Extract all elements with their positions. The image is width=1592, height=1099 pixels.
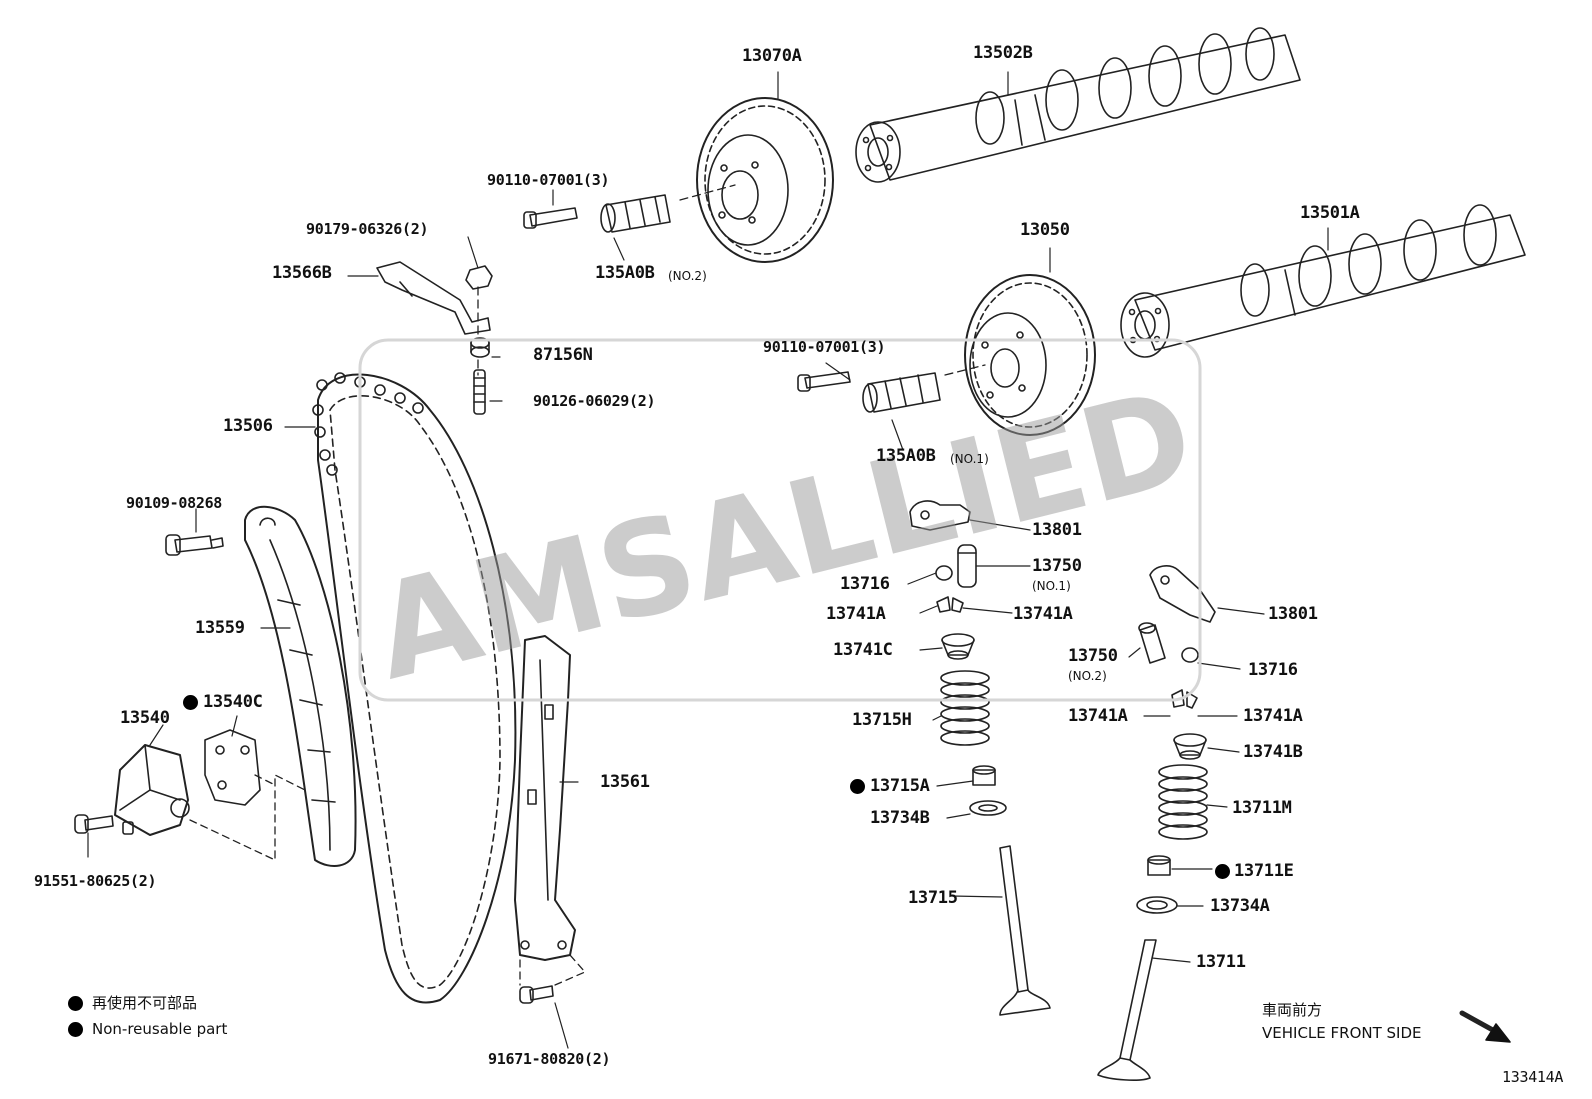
label-90179: 90179-06326(2) xyxy=(306,220,429,238)
label-13540c: 13540C xyxy=(203,692,263,712)
cap-13716-a xyxy=(935,565,953,581)
label-13741a-c: 13741A xyxy=(1068,706,1128,726)
valve-13711 xyxy=(1097,939,1157,1081)
camshaft-13501a xyxy=(1120,204,1526,358)
non-reusable-dot-13715a xyxy=(850,779,865,794)
label-13741c: 13741C xyxy=(833,640,893,660)
retainer-13741b xyxy=(1173,733,1207,760)
legend-en: Non-reusable part xyxy=(92,1020,228,1038)
lash-adjuster-13750-no1 xyxy=(957,544,977,588)
bolt-90110-a xyxy=(523,207,578,229)
label-13801-b: 13801 xyxy=(1268,604,1318,624)
timing-chain-13506 xyxy=(312,372,517,1004)
label-13566b: 13566B xyxy=(272,263,332,283)
label-135a0b-no2-note: (NO.2) xyxy=(668,269,707,283)
label-90110-b: 90110-07001(3) xyxy=(763,338,886,356)
label-13734a: 13734A xyxy=(1210,896,1270,916)
label-13715h: 13715H xyxy=(852,710,912,730)
valve-seal-13715a xyxy=(972,765,996,786)
front-side-en: VEHICLE FRONT SIDE xyxy=(1262,1024,1422,1042)
diagram-id: 133414A xyxy=(1502,1068,1564,1086)
label-87156n: 87156N xyxy=(533,345,593,365)
label-13716-a: 13716 xyxy=(840,574,890,594)
bolt-91551 xyxy=(74,814,114,834)
label-90109: 90109-08268 xyxy=(126,494,223,512)
sprocket-13070a xyxy=(696,97,834,263)
keys-13741a-b xyxy=(1171,689,1198,709)
label-13801-a: 13801 xyxy=(1032,520,1082,540)
label-13741a-a: 13741A xyxy=(826,604,886,624)
label-13715: 13715 xyxy=(908,888,958,908)
label-13540: 13540 xyxy=(120,708,170,728)
front-arrow-icon xyxy=(1459,1010,1511,1043)
lash-adjuster-13750-no2 xyxy=(1138,622,1166,664)
retainer-13741c xyxy=(941,633,975,660)
gasket-13540c xyxy=(204,729,261,806)
label-13502b: 13502B xyxy=(973,43,1033,63)
label-91671: 91671-80820(2) xyxy=(488,1050,611,1068)
label-13750-no1: 13750 xyxy=(1032,556,1082,576)
label-90126: 90126-06029(2) xyxy=(533,392,656,410)
legend-jp: 再使用不可部品 xyxy=(92,994,198,1012)
bracket-13566b xyxy=(376,261,491,335)
label-13741b: 13741B xyxy=(1243,742,1303,762)
label-13741a-b: 13741A xyxy=(1013,604,1073,624)
label-13559: 13559 xyxy=(195,618,245,638)
stud-90126 xyxy=(473,369,486,415)
non-reusable-dot-13540c xyxy=(183,695,198,710)
bolt-91671 xyxy=(519,985,554,1004)
label-13506: 13506 xyxy=(223,416,273,436)
label-13561: 13561 xyxy=(600,772,650,792)
leader-lines xyxy=(87,71,1329,1049)
spring-13715h xyxy=(940,670,990,746)
washer-13734b xyxy=(969,800,1007,816)
label-13741a-d: 13741A xyxy=(1243,706,1303,726)
washer-13734a xyxy=(1136,896,1178,914)
oil-control-valve-no1 xyxy=(862,372,941,413)
label-13711: 13711 xyxy=(1196,952,1246,972)
label-13750-no2: 13750 xyxy=(1068,646,1118,666)
nut-90179 xyxy=(465,265,493,290)
cap-13716-b xyxy=(1181,647,1199,663)
bushing-87156n xyxy=(470,337,490,358)
label-13750-no2-note: (NO.2) xyxy=(1068,669,1107,683)
rocker-arm-13801-b xyxy=(1149,565,1216,623)
rocker-arm-13801-a xyxy=(909,500,971,531)
label-13734b: 13734B xyxy=(870,808,930,828)
label-13711e: 13711E xyxy=(1234,861,1294,881)
label-90110-a: 90110-07001(3) xyxy=(487,171,610,189)
legend-dot-1 xyxy=(68,996,83,1011)
valve-seal-13711e xyxy=(1147,855,1171,876)
spring-13711m xyxy=(1158,764,1208,840)
oil-control-valve-no2 xyxy=(600,194,671,233)
keys-13741a-a xyxy=(936,596,964,613)
camshaft-13502b xyxy=(855,27,1301,183)
label-13711m: 13711M xyxy=(1232,798,1292,818)
legend-dot-2 xyxy=(68,1022,83,1037)
label-13716-b: 13716 xyxy=(1248,660,1298,680)
label-135a0b-no2: 135A0B xyxy=(595,263,655,283)
label-91551: 91551-80625(2) xyxy=(34,872,157,890)
label-135a0b-no1: 135A0B xyxy=(876,446,936,466)
label-13715a: 13715A xyxy=(870,776,930,796)
label-13070a: 13070A xyxy=(742,46,802,66)
label-135a0b-no1-note: (NO.1) xyxy=(950,452,989,466)
sprocket-13050 xyxy=(964,274,1096,436)
bolt-90109 xyxy=(165,534,224,556)
label-13050: 13050 xyxy=(1020,220,1070,240)
valve-13715 xyxy=(999,845,1051,1016)
label-13750-no1-note: (NO.1) xyxy=(1032,579,1071,593)
label-13501a: 13501A xyxy=(1300,203,1360,223)
non-reusable-dot-13711e xyxy=(1215,864,1230,879)
front-side-jp: 車両前方 xyxy=(1262,1001,1323,1019)
tensioner-13540 xyxy=(114,744,190,836)
chain-guide-13561 xyxy=(514,635,576,961)
chain-guide-13559 xyxy=(244,505,357,867)
